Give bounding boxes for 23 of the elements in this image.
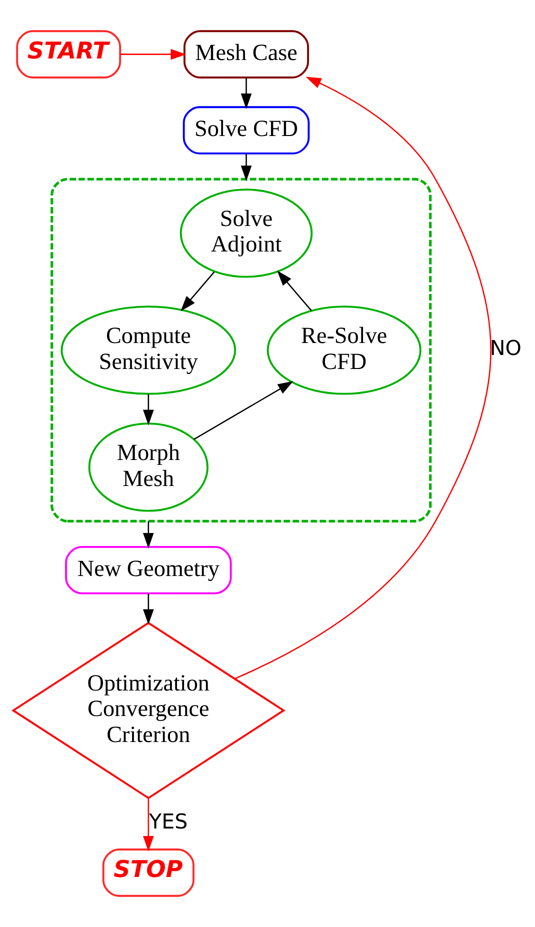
arrow	[277, 270, 312, 311]
edge-label: NO	[490, 336, 522, 360]
node-box: Solve CFD	[182, 106, 310, 154]
node-box: START	[16, 30, 122, 78]
arrow	[180, 272, 215, 312]
arrow	[143, 798, 154, 852]
node-ellipse: Solve Adjoint	[180, 188, 313, 278]
node-ellipse: Compute Sensitivity	[60, 306, 236, 395]
cluster	[50, 178, 432, 522]
arrow	[143, 394, 154, 426]
arrow	[143, 521, 154, 548]
arrow	[240, 154, 252, 182]
node-box: New Geometry	[65, 546, 232, 594]
arrow	[143, 594, 154, 625]
node-box: Mesh Case	[184, 30, 310, 78]
node-ellipse: Morph Mesh	[88, 422, 208, 512]
arrow	[120, 48, 186, 60]
node-box: STOP	[102, 848, 194, 897]
node-diamond: Optimization Convergence Criterion	[11, 622, 286, 800]
arrow	[240, 78, 252, 109]
arrow	[234, 76, 492, 680]
arrow	[194, 381, 294, 440]
edge-label: YES	[149, 810, 188, 834]
